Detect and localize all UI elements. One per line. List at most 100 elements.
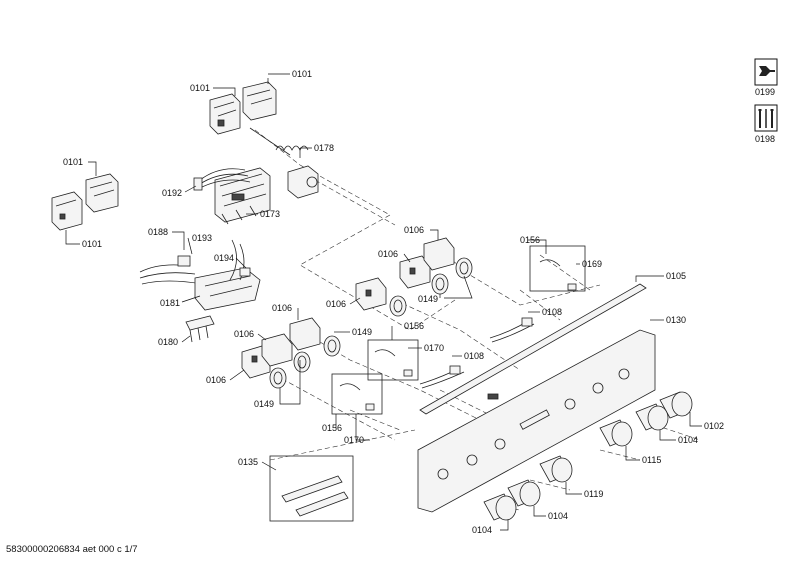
- callout: 0108: [528, 307, 562, 317]
- switch-0106-f: [423, 237, 455, 271]
- callout: 0105: [635, 271, 686, 282]
- service-code: 0198: [755, 134, 775, 144]
- part-label: 0106: [404, 225, 424, 235]
- callouts: 0101 0101 0178 0101 0192 0173 0101 0188: [63, 69, 724, 535]
- part-label: 0188: [148, 227, 168, 237]
- part-label: 0101: [63, 157, 83, 167]
- part-label: 0106: [326, 299, 346, 309]
- part-label: 0119: [584, 489, 603, 499]
- part-label: 0170: [344, 435, 364, 445]
- callout: 0169: [576, 259, 602, 269]
- knob-0115: [599, 419, 633, 447]
- part-label: 0149: [254, 399, 274, 409]
- knob-0104-a: [635, 403, 669, 431]
- knob-0104-b: [507, 479, 541, 507]
- callout: 0181: [160, 295, 201, 308]
- part-label: 0101: [292, 69, 312, 79]
- part-label: 0104: [548, 511, 568, 521]
- part-label: 0181: [160, 298, 180, 308]
- callout: 0106: [378, 249, 411, 263]
- part-label: 0108: [542, 307, 562, 317]
- callout: 0104: [659, 430, 698, 445]
- callout: 0156: [520, 235, 547, 254]
- part-label: 0106: [234, 329, 254, 339]
- part-label: 0104: [678, 435, 698, 445]
- callout: 0170: [408, 343, 444, 353]
- switch-0106-e: [399, 255, 431, 289]
- part-label: 0180: [158, 337, 178, 347]
- callout: 0115: [625, 446, 661, 465]
- part-label: 0169: [582, 259, 602, 269]
- callout: 0104: [472, 520, 509, 535]
- part-label: 0106: [378, 249, 398, 259]
- part-label: 0130: [666, 315, 686, 325]
- callout: 0101: [267, 69, 312, 84]
- part-drawings: [51, 81, 693, 522]
- spring-part: [249, 127, 309, 156]
- callout: 0188: [148, 227, 185, 250]
- part-0135: [269, 455, 354, 522]
- switch-0101-a: [209, 93, 241, 135]
- callout: 0106: [326, 297, 361, 309]
- part-label: 0105: [666, 271, 686, 281]
- part-label: 0108: [464, 351, 484, 361]
- part-label: 0149: [418, 294, 438, 304]
- callout: 0192: [162, 185, 197, 198]
- callout: 0149: [334, 327, 372, 337]
- callout: 0102: [689, 412, 724, 431]
- switch-0101-d: [51, 191, 83, 231]
- callout: 0173: [246, 209, 280, 219]
- callout: 0156: [391, 321, 424, 340]
- part-label: 0104: [472, 525, 492, 535]
- part-label: 0102: [704, 421, 724, 431]
- part-label: 0101: [190, 83, 210, 93]
- callout: 0106: [206, 369, 245, 385]
- callout: 0149: [254, 360, 301, 409]
- lamp-leads: [331, 245, 586, 415]
- part-label: 0178: [314, 143, 334, 153]
- part-0173: [214, 167, 271, 225]
- knob-0102: [659, 391, 693, 419]
- knob-0104-c: [483, 493, 517, 521]
- part-0180: [185, 315, 215, 343]
- part-label: 0135: [238, 457, 258, 467]
- callout: 0135: [238, 457, 277, 471]
- part-0105: [419, 283, 647, 415]
- part-label: 0193: [192, 233, 212, 243]
- callout: 0130: [650, 315, 686, 325]
- rings-0149: [269, 257, 473, 389]
- control-panel-0130: [417, 329, 656, 513]
- callout: 0106: [404, 225, 439, 240]
- callout: 0108: [452, 351, 484, 361]
- switch-0101-b: [242, 81, 277, 121]
- part-label: 0101: [82, 239, 102, 249]
- callout: 0101: [63, 157, 97, 176]
- part-label: 0156: [404, 321, 424, 331]
- callout: 0170: [344, 414, 370, 445]
- callout: 0101: [190, 83, 236, 96]
- callout: 0104: [533, 506, 568, 521]
- callout: 0193: [187, 233, 212, 255]
- part-0192: [193, 168, 251, 191]
- switch-0106-d: [355, 277, 387, 311]
- part-label: 0170: [424, 343, 444, 353]
- part-label: 0192: [162, 188, 182, 198]
- service-icon-0198: 0198: [754, 104, 778, 144]
- callout: 0149: [418, 275, 473, 304]
- callout: 0194: [214, 253, 247, 269]
- callout: 0178: [299, 143, 334, 158]
- part-label: 0156: [322, 423, 342, 433]
- callout: 0156: [322, 414, 342, 433]
- part-label: 0173: [260, 209, 280, 219]
- switch-0106-c: [289, 317, 321, 351]
- service-code: 0199: [755, 87, 775, 97]
- knob-0119: [539, 455, 573, 483]
- wrench-icon: [759, 66, 775, 76]
- callout: 0106: [234, 329, 267, 341]
- part-0108: [419, 317, 535, 389]
- callout: 0101: [65, 230, 102, 249]
- part-label: 0156: [520, 235, 540, 245]
- tools-icon: [758, 109, 774, 128]
- assembly-lines: [254, 129, 701, 511]
